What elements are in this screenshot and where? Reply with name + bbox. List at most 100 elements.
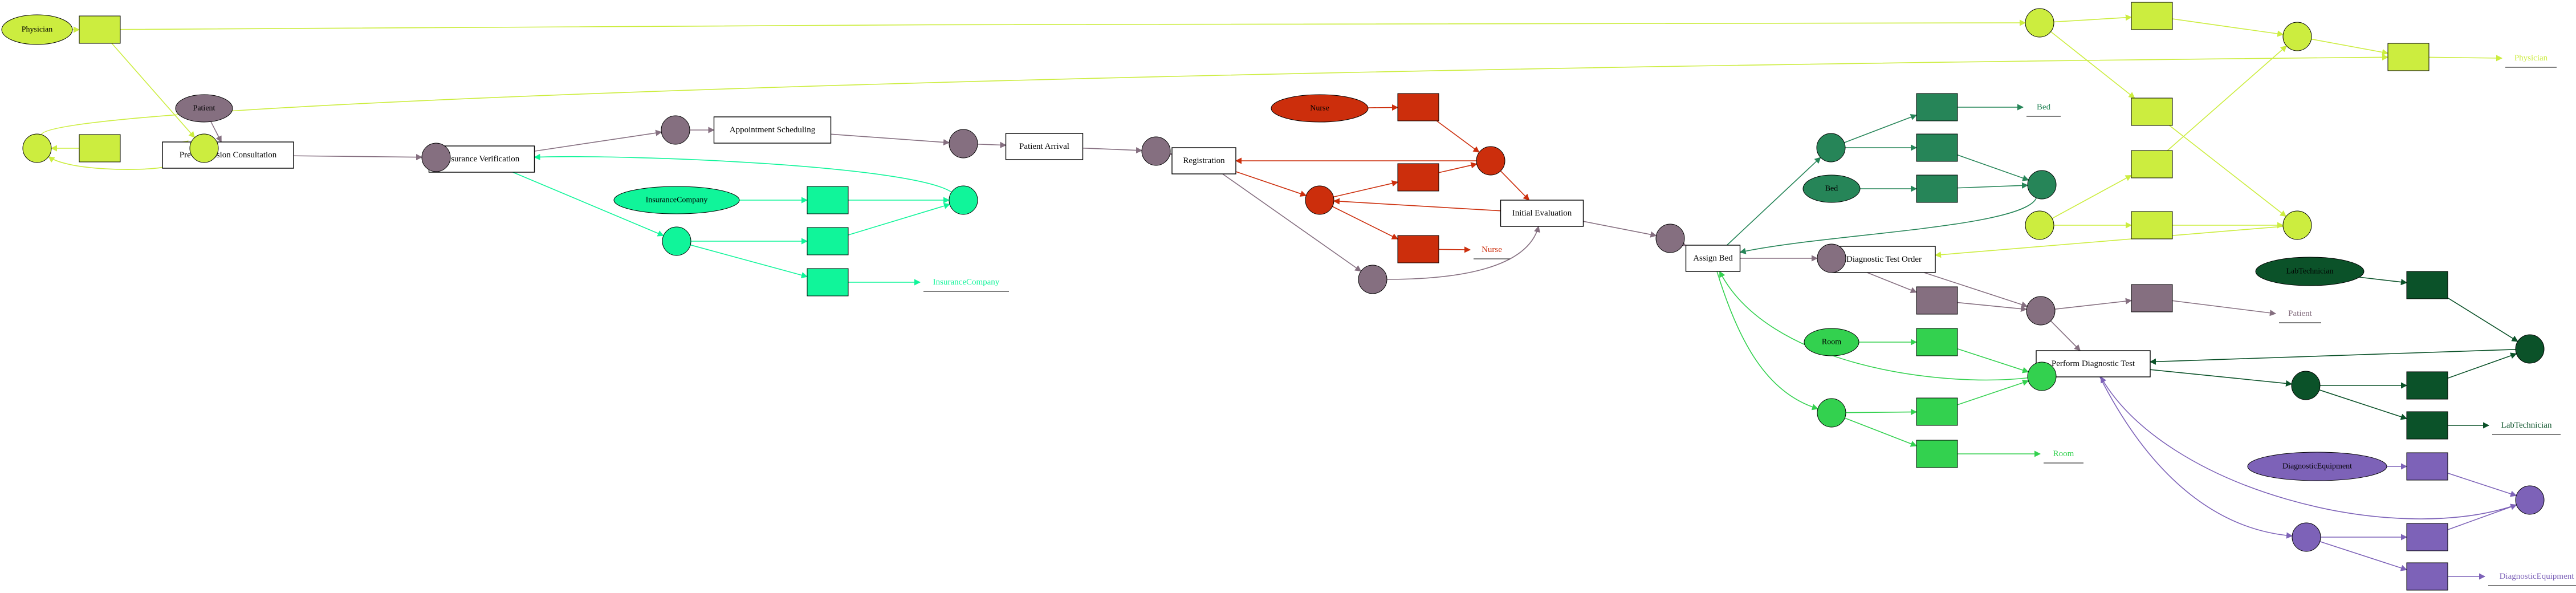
place-insurance[interactable] [662,226,691,256]
arc-labtech [2150,369,2293,387]
place-nurse[interactable] [1476,146,1505,176]
place-patient[interactable] [421,143,451,172]
arc-bed [1957,182,2029,189]
place-bed[interactable] [1816,133,1846,163]
place-equipment[interactable] [2292,522,2321,552]
source-nurse[interactable]: Nurse [1271,94,1369,123]
arc-room [1957,348,2029,373]
activity-appointment-scheduling[interactable]: Appointment Scheduling [713,116,832,144]
place-physician[interactable] [2025,210,2054,240]
silent-transition-nurse[interactable] [1397,235,1439,263]
silent-transition-physician[interactable] [79,15,121,44]
silent-transition-nurse[interactable] [1397,93,1439,121]
silent-transition-room[interactable] [1916,440,1958,468]
place-nurse[interactable] [1305,185,1334,215]
silent-transition-equipment[interactable] [2406,523,2448,551]
source-labtech[interactable]: LabTechnician [2255,257,2365,286]
silent-transition-nurse[interactable] [1397,163,1439,192]
place-physician[interactable] [22,133,52,163]
silent-transition-labtech[interactable] [2406,411,2448,440]
place-equipment[interactable] [2515,485,2545,515]
silent-transition-room[interactable] [1916,328,1958,356]
sink-room: Room [2044,449,2083,464]
silent-transition-physician[interactable] [79,134,121,163]
arc-patient [1083,147,1143,154]
place-patient[interactable] [1358,265,1387,294]
arc-nurse [1436,120,1480,153]
arc-labtech [2359,277,2408,286]
silent-transition-equipment[interactable] [2406,562,2448,591]
silent-transition-insurance[interactable] [807,268,849,296]
source-equipment[interactable]: DiagnosticEquipment [2247,452,2387,481]
silent-transition-patient[interactable] [2131,284,2173,312]
arc-nurse [1333,198,1501,212]
arc-physician [111,43,196,139]
source-bed[interactable]: Bed [1802,174,1861,203]
activity-label: Initial Evaluation [1512,209,1572,218]
sink-label: Physician [2514,54,2548,63]
place-bed[interactable] [2027,170,2057,200]
place-labtech[interactable] [2515,334,2545,364]
activity-registration[interactable]: Registration [1171,147,1236,174]
activity-diagnostic-test-order[interactable]: Diagnostic Test Order [1832,246,1936,273]
place-insurance[interactable] [949,185,978,215]
activity-box [1005,133,1084,160]
place-patient[interactable] [1817,243,1846,273]
source-physician[interactable]: Physician [1,14,73,45]
sink-labtech: LabTechnician [2492,421,2561,435]
silent-transition-physician[interactable] [2131,2,2173,30]
silent-transition-patient[interactable] [1916,286,1958,315]
activity-perform-diagnostic-test[interactable]: Perform Diagnostic Test [2036,350,2151,377]
arc-physician [1934,226,2284,258]
place-patient[interactable] [949,129,978,159]
activity-patient-arrival[interactable]: Patient Arrival [1005,133,1084,160]
place-physician[interactable] [2282,210,2312,240]
silent-transition-physician[interactable] [2131,150,2173,178]
silent-transition-physician[interactable] [2131,211,2173,239]
source-ellipse [1271,94,1369,123]
place-patient[interactable] [1141,136,1171,166]
silent-transition-equipment[interactable] [2406,452,2448,481]
place-labtech[interactable] [2291,371,2321,400]
sink-label: Patient [2288,309,2312,318]
source-insurance[interactable]: InsuranceCompany [613,186,740,214]
activity-label: Perform Diagnostic Test [2052,359,2135,368]
arc-equipment [2319,541,2408,571]
silent-transition-bed[interactable] [1916,93,1958,121]
place-physician[interactable] [2025,8,2054,38]
source-room[interactable]: Room [1804,328,1859,356]
silent-transition-physician[interactable] [2387,43,2430,71]
activity-label: Registration [1183,156,1225,165]
source-ellipse [1802,174,1861,203]
arc-equipment [2099,376,2293,539]
silent-transition-physician[interactable] [2131,98,2173,126]
arc-physician [2172,18,2284,37]
arc-physician [2169,125,2287,217]
silent-transition-room[interactable] [1916,397,1958,426]
place-room[interactable] [2027,362,2057,391]
silent-transition-insurance[interactable] [807,227,849,255]
source-ellipse [175,94,233,123]
silent-transition-labtech[interactable] [2406,371,2448,400]
silent-transition-bed[interactable] [1916,174,1958,203]
activity-assign-bed[interactable]: Assign Bed [1685,245,1741,272]
place-room[interactable] [1817,398,1846,428]
silent-transition-insurance[interactable] [807,186,849,214]
arc-room [1957,379,2029,405]
silent-transition-bed[interactable] [1916,133,1958,162]
activity-label: Diagnostic Test Order [1846,255,1922,264]
silent-transition-labtech[interactable] [2406,271,2448,299]
place-patient[interactable] [1655,224,1685,253]
arc-insurance [512,172,664,237]
place-patient[interactable] [661,115,690,145]
arc-patient [1679,240,1687,246]
place-patient[interactable] [2026,296,2056,326]
arc-patient [1583,221,1657,238]
activity-initial-evaluation[interactable]: Initial Evaluation [1500,200,1584,227]
arc-patient [1386,225,1540,280]
source-patient[interactable]: Patient [175,94,233,123]
activity-pre-admission[interactable]: Pre-Admission Consultation [162,141,294,169]
place-physician[interactable] [189,133,219,163]
place-physician[interactable] [2282,22,2312,51]
